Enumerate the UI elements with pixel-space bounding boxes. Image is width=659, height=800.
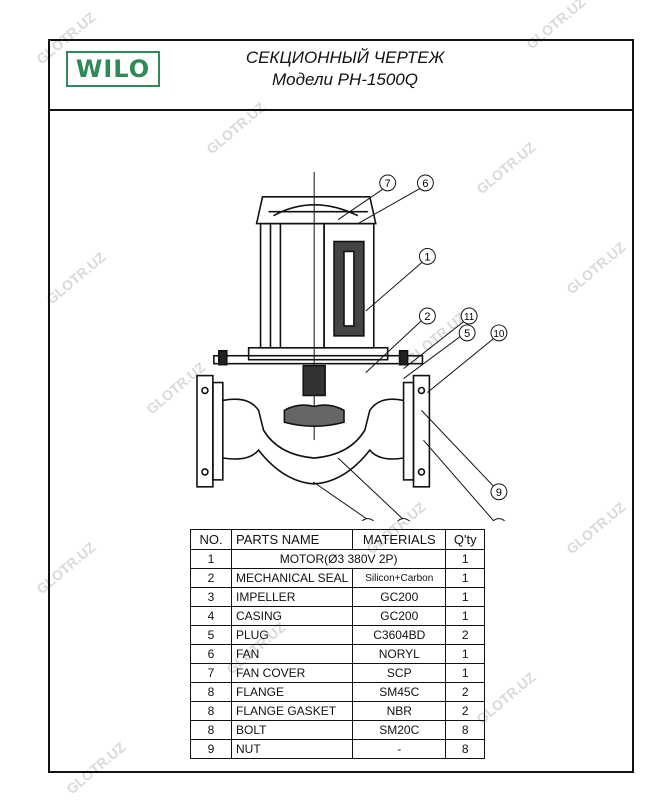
- row-material: SM20C: [352, 720, 447, 740]
- callout-7: 7: [379, 174, 397, 192]
- row-no: 3: [190, 587, 232, 607]
- row-qty: 2: [445, 625, 486, 645]
- callout-1: 1: [418, 247, 436, 265]
- svg-text:10: 10: [493, 329, 505, 340]
- callout-6: 6: [416, 174, 434, 192]
- pump-body: [196, 171, 431, 488]
- row-name: IMPELLER: [230, 587, 354, 607]
- parts-table-header-row: NO. PARTS NAME MATERIALS Q'ty: [190, 529, 486, 550]
- row-name: PLUG: [230, 625, 354, 645]
- svg-text:7: 7: [385, 178, 391, 190]
- row-material: NORYL: [352, 644, 447, 664]
- svg-text:6: 6: [422, 178, 428, 190]
- header-materials: MATERIALS: [352, 529, 447, 550]
- row-material: -: [352, 739, 447, 759]
- drawing-sheet: WILO СЕКЦИОННЫЙ ЧЕРТЕЖ Модели PH-1500Q: [48, 39, 634, 773]
- row-no: 2: [190, 568, 232, 588]
- title-line-1: СЕКЦИОННЫЙ ЧЕРТЕЖ: [245, 48, 445, 67]
- row-material: Silicon+Carbon: [352, 568, 447, 588]
- row-qty: 1: [445, 549, 486, 569]
- row-name: MECHANICAL SEAL: [230, 568, 354, 588]
- wilo-logo: WILO: [66, 51, 160, 87]
- svg-text:5: 5: [464, 328, 470, 340]
- title-line-2: Модели PH-1500Q: [272, 70, 418, 89]
- callout-11: 11: [460, 307, 478, 325]
- adapter-plate: [247, 346, 389, 361]
- pump-section-drawing: 7 6 1 2 11 5 10 9 8 3 4: [196, 171, 508, 521]
- drawing-title: СЕКЦИОННЫЙ ЧЕРТЕЖ Модели PH-1500Q: [180, 47, 510, 91]
- row-qty: 1: [445, 663, 486, 683]
- row-material: C3604BD: [352, 625, 447, 645]
- right-flange: [412, 374, 431, 488]
- header-parts-name: PARTS NAME: [230, 529, 354, 550]
- row-name: FAN: [230, 644, 354, 664]
- row-material: GC200: [352, 587, 447, 607]
- impeller: [283, 404, 345, 428]
- row-name: MOTOR(Ø3 380V 2P): [230, 549, 447, 569]
- row-no: 8: [190, 682, 232, 702]
- row-qty: 2: [445, 682, 486, 702]
- row-qty: 1: [445, 606, 486, 626]
- row-qty: 1: [445, 587, 486, 607]
- row-no: 8: [190, 720, 232, 740]
- row-name: FLANGE: [230, 682, 354, 702]
- row-material: SM45C: [352, 682, 447, 702]
- row-name: FAN COVER: [230, 663, 354, 683]
- row-no: 9: [190, 739, 232, 759]
- header-qty: Q'ty: [445, 529, 486, 550]
- row-name: FLANGE GASKET: [230, 701, 354, 721]
- header-no: NO.: [190, 529, 232, 550]
- callout-3: 3: [397, 518, 410, 521]
- callout-8: 8: [492, 518, 506, 521]
- leader-lines: [312, 185, 498, 521]
- row-qty: 8: [445, 720, 486, 740]
- callouts: 7 6 1 2 11 5 10 9 8 3 4: [361, 174, 508, 521]
- logo-text: WILO: [75, 55, 151, 83]
- row-no: 7: [190, 663, 232, 683]
- svg-text:11: 11: [464, 312, 475, 323]
- row-no: 1: [190, 549, 232, 569]
- svg-text:1: 1: [424, 251, 430, 263]
- row-material: NBR: [352, 701, 447, 721]
- mechanical-seal: [302, 364, 326, 397]
- row-name: BOLT: [230, 720, 354, 740]
- callout-5: 5: [458, 324, 476, 342]
- callout-9: 9: [490, 483, 508, 501]
- row-no: 4: [190, 606, 232, 626]
- casing-outline: [222, 398, 404, 459]
- callout-4: 4: [361, 518, 375, 521]
- fan-cover: [255, 196, 377, 225]
- title-header: WILO СЕКЦИОННЫЙ ЧЕРТЕЖ Модели PH-1500Q: [50, 41, 632, 111]
- row-name: NUT: [230, 739, 354, 759]
- row-name: CASING: [230, 606, 354, 626]
- row-qty: 2: [445, 701, 486, 721]
- row-qty: 1: [445, 568, 486, 588]
- row-qty: 1: [445, 644, 486, 664]
- row-material: SCP: [352, 663, 447, 683]
- row-material: GC200: [352, 606, 447, 626]
- svg-text:2: 2: [424, 311, 430, 323]
- row-no: 5: [190, 625, 232, 645]
- left-flange: [196, 374, 214, 488]
- row-qty: 8: [445, 739, 486, 759]
- callout-2: 2: [418, 307, 436, 325]
- row-no: 8: [190, 701, 232, 721]
- callout-10: 10: [490, 324, 508, 342]
- row-no: 6: [190, 644, 232, 664]
- svg-text:9: 9: [496, 487, 502, 499]
